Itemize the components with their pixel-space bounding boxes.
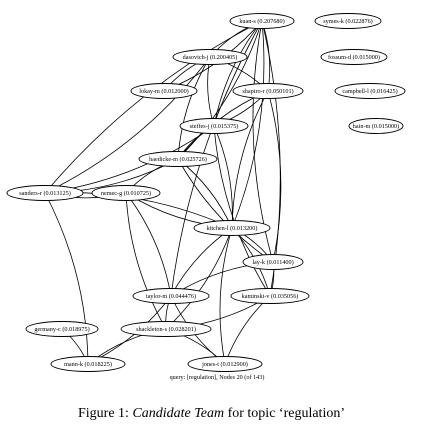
candidate-team-graph: kuan-s (0.207680) symes-k (0.022876) dasov… — [6, 13, 406, 381]
node-taylor: taylor-m (0.044476) — [132, 288, 210, 304]
node-steffes: steffes-j (0.015375) — [179, 118, 249, 134]
node-label-kaminski: kaminski-v (0.035056) — [242, 293, 299, 300]
nodes-layer: kuan-s (0.207680) symes-k (0.022876) dasov… — [6, 13, 406, 372]
node-shackleton: shackleton-s (0.028201) — [120, 321, 212, 337]
edge-kuan-kitchen — [231, 20, 265, 229]
edge-haedicke-kitchen — [177, 158, 233, 229]
edge-kuan-lay — [252, 20, 274, 263]
node-label-mann: mann-k (0.018225) — [64, 361, 112, 368]
node-label-haedicke: haedicke-m (0.025726) — [149, 156, 207, 163]
node-label-jones: jones-t (0.012900) — [201, 361, 248, 368]
node-label-taylor: taylor-m (0.044476) — [146, 293, 196, 300]
node-kitchen: kitchen-l (0.013200) — [193, 220, 271, 236]
node-label-shapiro: shapiro-r (0.050101) — [242, 88, 293, 95]
node-sanders: sanders-r (0.013125) — [6, 185, 84, 201]
node-symes: symes-k (0.022876) — [314, 13, 382, 29]
node-label-kuan: kuan-s (0.207680) — [239, 18, 284, 25]
edge-steffes-kaminski — [213, 125, 271, 297]
node-label-lay: lay-k (0.011400) — [252, 259, 293, 266]
edge-dasovich-sanders — [44, 56, 211, 194]
caption-emphasis: Candidate Team — [132, 406, 225, 421]
caption-prefix: Figure 1: — [77, 406, 133, 421]
node-ellipse-sanders — [6, 185, 84, 201]
node-ellipse-steffes — [179, 118, 249, 134]
node-label-symes: symes-k (0.022876) — [323, 18, 373, 25]
node-label-dasovich: dasovich-j (0.200405) — [183, 54, 238, 61]
node-shapiro: shapiro-r (0.050101) — [232, 83, 304, 99]
node-campbell: campbell-l (0.016425) — [334, 83, 406, 99]
figure-caption: Figure 1: Candidate Team for topic ‘regu… — [0, 406, 423, 422]
edge-kitchen-shackleton — [165, 227, 233, 330]
node-ellipse-fossum — [320, 49, 388, 65]
node-label-sanders: sanders-r (0.013125) — [19, 190, 71, 197]
edge-kaminski-jones — [224, 295, 271, 365]
node-haedicke: haedicke-m (0.025726) — [138, 151, 218, 167]
edge-kuan-steffes — [213, 20, 263, 127]
node-ellipse-lay — [242, 254, 304, 270]
node-ellipse-jones — [187, 356, 263, 372]
edge-steffes-kitchen — [213, 125, 233, 229]
edge-shapiro-lay — [267, 90, 282, 263]
node-label-steffes: steffes-j (0.015375) — [190, 123, 239, 130]
node-ellipse-kuan — [229, 13, 295, 29]
node-ellipse-shackleton — [120, 321, 212, 337]
node-ellipse-kaminski — [230, 288, 310, 304]
edge-kuan-sanders — [44, 20, 263, 194]
node-kuan: kuan-s (0.207680) — [229, 13, 295, 29]
node-lokay: lokay-m (0.012000) — [130, 83, 198, 99]
node-ellipse-kitchen — [193, 220, 271, 236]
node-ellipse-shapiro — [232, 83, 304, 99]
edge-kitchen-taylor — [170, 227, 233, 297]
node-jones: jones-t (0.012900) — [187, 356, 263, 372]
node-hain: hain-m (0.015000) — [348, 118, 404, 134]
node-ellipse-hain — [348, 118, 404, 134]
edge-nemec-taylor — [125, 192, 172, 297]
edge-haedicke-lay — [177, 158, 274, 263]
node-label-nemec: nemec-g (0.010725) — [101, 190, 151, 197]
node-lay: lay-k (0.011400) — [242, 254, 304, 270]
node-kaminski: kaminski-v (0.035056) — [230, 288, 310, 304]
caption-suffix: for topic ‘regulation’ — [224, 406, 345, 421]
node-mann: mann-k (0.018225) — [50, 356, 126, 372]
edge-nemec-shackleton — [125, 192, 167, 330]
node-ellipse-mann — [50, 356, 126, 372]
edge-dasovich-haedicke — [177, 56, 211, 160]
node-label-lokay: lokay-m (0.012000) — [139, 88, 189, 95]
node-germany: germany-c (0.018975) — [25, 321, 99, 337]
node-ellipse-germany — [25, 321, 99, 337]
node-ellipse-lokay — [130, 83, 198, 99]
edge-shapiro-kitchen — [231, 90, 269, 229]
node-dasovich: dasovich-j (0.200405) — [172, 49, 248, 65]
node-ellipse-haedicke — [138, 151, 218, 167]
node-label-kitchen: kitchen-l (0.013200) — [207, 225, 258, 232]
node-ellipse-nemec — [91, 185, 161, 201]
node-nemec: nemec-g (0.010725) — [91, 185, 161, 201]
edge-dasovich-steffes — [207, 56, 215, 127]
node-ellipse-campbell — [334, 83, 406, 99]
node-ellipse-taylor — [132, 288, 210, 304]
edge-kuan-haedicke — [177, 20, 263, 160]
node-label-hain: hain-m (0.015000) — [353, 123, 399, 130]
node-label-shackleton: shackleton-s (0.028201) — [136, 326, 196, 333]
node-fossum: fossum-d (0.015000) — [320, 49, 388, 65]
edge-sanders-mann — [44, 192, 89, 365]
node-ellipse-dasovich — [172, 49, 248, 65]
node-label-fossum: fossum-d (0.015000) — [328, 54, 380, 61]
node-label-germany: germany-c (0.018975) — [34, 326, 89, 333]
node-ellipse-symes — [314, 13, 382, 29]
edge-kitchen-jones — [219, 227, 233, 365]
node-label-campbell: campbell-l (0.016425) — [342, 88, 397, 95]
query-label: query: [regulation], Nodes 20 (of 143) — [170, 374, 265, 381]
